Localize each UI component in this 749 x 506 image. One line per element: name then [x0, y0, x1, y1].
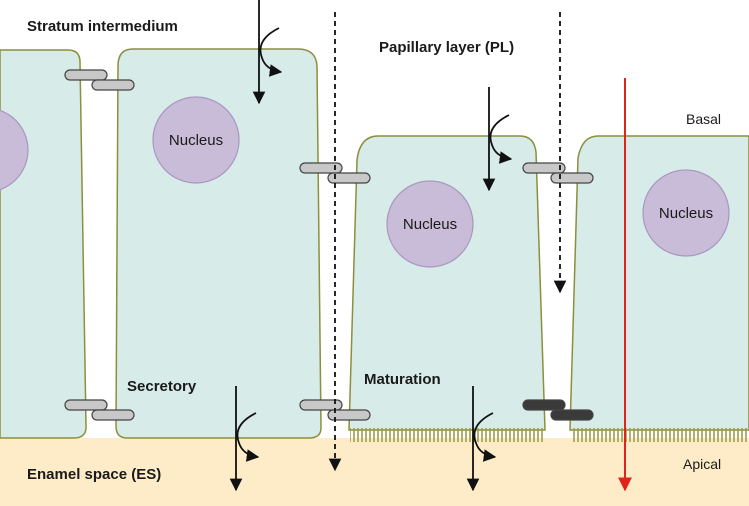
- ruffled-border-left: [350, 428, 544, 442]
- nucleus-maturation: Nucleus: [386, 180, 474, 268]
- cell-secretory-left: [0, 49, 87, 439]
- nucleus-label: Nucleus: [659, 205, 713, 222]
- transport-arrow-maturation-bottom: [466, 386, 497, 492]
- nucleus-label: Nucleus: [403, 216, 457, 233]
- label-secretory: Secretory: [127, 378, 197, 395]
- junctions: [64, 69, 594, 421]
- nucleus-secretory: Nucleus: [152, 96, 240, 184]
- nucleus-partial: [0, 109, 29, 191]
- transport-arrow-maturation-top: [482, 87, 513, 192]
- nucleus-maturation-right: Nucleus: [642, 169, 730, 257]
- label-basal: Basal: [686, 111, 721, 127]
- nucleus-label: Nucleus: [169, 132, 223, 149]
- label-stratum-intermedium: Stratum intermedium: [27, 18, 178, 35]
- transport-arrow-secretory-top: [252, 0, 283, 105]
- label-maturation: Maturation: [364, 371, 441, 388]
- transport-arrow-secretory-bottom: [229, 386, 260, 492]
- label-enamel-space: Enamel space (ES): [27, 466, 161, 483]
- label-apical: Apical: [683, 456, 721, 472]
- label-papillary-layer: Papillary layer (PL): [379, 39, 514, 56]
- ruffled-border-right: [571, 428, 749, 442]
